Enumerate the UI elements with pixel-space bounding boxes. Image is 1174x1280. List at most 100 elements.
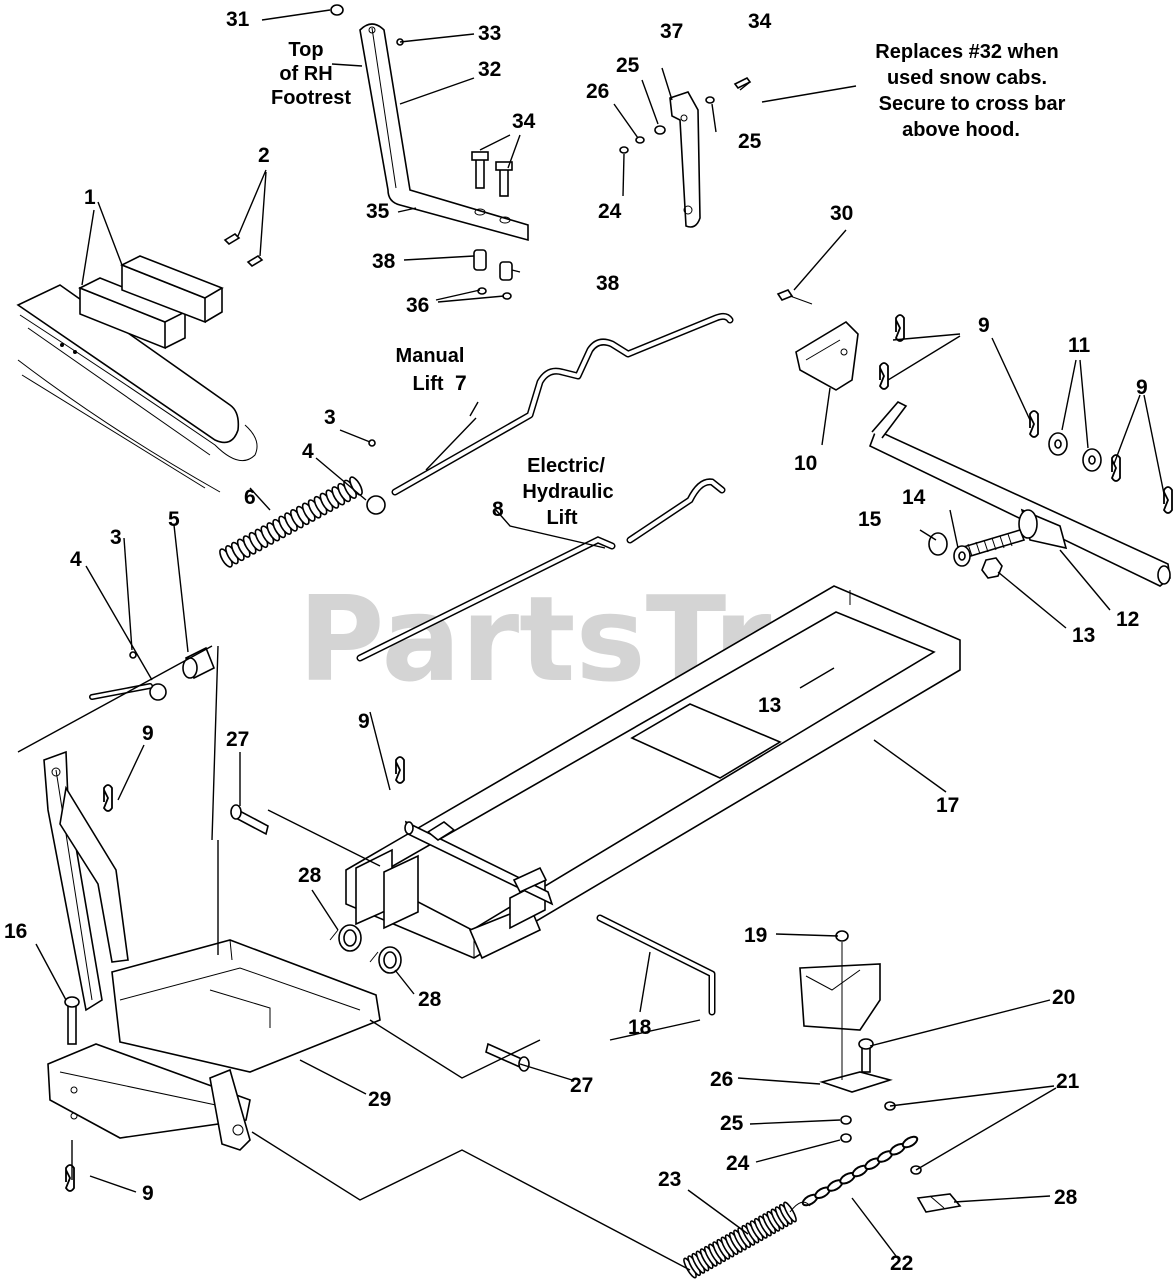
svg-text:used snow cabs.: used snow cabs. — [887, 67, 1047, 89]
frame-part-17 — [345, 585, 961, 960]
spacer-part-38 — [473, 249, 513, 281]
callout-10: 10 — [794, 452, 817, 475]
svg-text:Secure to cross bar: Secure to cross bar — [879, 93, 1066, 115]
callout-23: 23 — [658, 1168, 681, 1191]
callout-25c: 25 — [720, 1112, 744, 1135]
callout-6: 6 — [244, 486, 256, 509]
callout-20: 20 — [1052, 986, 1075, 1009]
collar-part-5 — [182, 646, 216, 680]
electric-lift-rod-part-8 — [356, 478, 726, 662]
callout-8: 8 — [492, 498, 504, 521]
bolt-part-34 — [471, 151, 513, 197]
callout-28c: 28 — [1054, 1186, 1078, 1209]
shaft-part-12 — [868, 401, 1171, 587]
collar-part-4 — [149, 495, 386, 701]
svg-text:Lift: Lift — [412, 373, 443, 395]
a-frame-part-29 — [43, 750, 381, 1151]
svg-text:Electric/: Electric/ — [527, 455, 605, 477]
washer-part-31 — [330, 4, 344, 16]
footrest-bracket-part-32 — [359, 23, 529, 242]
callout-4b: 4 — [70, 548, 82, 571]
callout-numbers: 31 33 32 37 34 25 26 25 24 34 2 1 35 38 … — [4, 8, 1148, 1275]
callout-34b: 34 — [512, 110, 536, 133]
callout-34a: 34 — [748, 10, 772, 33]
callout-28b: 28 — [418, 988, 442, 1011]
callout-9e: 9 — [142, 1182, 154, 1205]
svg-text:above hood.: above hood. — [902, 119, 1020, 141]
callout-29: 29 — [368, 1088, 391, 1111]
callout-13b: 13 — [758, 694, 781, 717]
svg-text:Top: Top — [288, 39, 323, 61]
electric-lift-note: Electric/ Hydraulic Lift — [522, 455, 613, 529]
torsion-spring-part-28 — [329, 924, 402, 974]
snow-cab-note: Replaces #32 when used snow cabs. Secure… — [875, 41, 1065, 141]
callout-25b: 25 — [738, 130, 762, 153]
callout-38a: 38 — [372, 250, 396, 273]
callout-31: 31 — [226, 8, 250, 31]
callout-26a: 26 — [586, 80, 609, 103]
callout-4a: 4 — [302, 440, 314, 463]
callout-19: 19 — [744, 924, 767, 947]
bracket-part-10 — [795, 320, 859, 391]
bolt-part-30 — [776, 289, 813, 305]
svg-text:of RH: of RH — [279, 63, 332, 85]
callout-21: 21 — [1056, 1070, 1080, 1093]
callout-1: 1 — [84, 186, 96, 209]
bolt-part-19 — [835, 930, 849, 1080]
callout-24b: 24 — [726, 1152, 750, 1175]
callout-3b: 3 — [110, 526, 122, 549]
callout-14: 14 — [902, 486, 926, 509]
svg-text:Manual: Manual — [396, 345, 465, 367]
chain-part-22 — [801, 1135, 919, 1207]
callout-37: 37 — [660, 20, 683, 43]
callout-2: 2 — [258, 144, 270, 167]
callout-38b: 38 — [596, 272, 620, 295]
svg-text:Hydraulic: Hydraulic — [522, 481, 613, 503]
callout-26b: 26 — [710, 1068, 733, 1091]
callout-25a: 25 — [616, 54, 640, 77]
extension-spring-part-23 — [683, 1201, 811, 1279]
leader-lines — [17, 9, 1165, 1271]
washer-part-11 — [1048, 432, 1102, 472]
callout-15: 15 — [858, 508, 882, 531]
bracket-part-37 — [669, 91, 701, 228]
callout-17: 17 — [936, 794, 959, 817]
callout-9b: 9 — [1136, 376, 1148, 399]
callout-9d: 9 — [142, 722, 154, 745]
callout-3a: 3 — [324, 406, 336, 429]
callout-24a: 24 — [598, 200, 622, 223]
callout-36: 36 — [406, 294, 429, 317]
callout-11: 11 — [1068, 334, 1091, 357]
svg-text:Lift: Lift — [546, 507, 577, 529]
clevis-pin-part-16 — [64, 996, 80, 1045]
svg-text:Replaces #32 when: Replaces #32 when — [875, 41, 1058, 63]
blade-part — [16, 284, 258, 493]
callout-9a: 9 — [978, 314, 990, 337]
callout-32: 32 — [478, 58, 501, 81]
callout-35: 35 — [366, 200, 390, 223]
pin-part-20 — [858, 1038, 874, 1073]
bolt-part-2 — [223, 232, 264, 268]
spring-clip-part-28 — [916, 1193, 962, 1213]
rod-part-18 — [596, 914, 716, 1016]
callout-27a: 27 — [226, 728, 249, 751]
svg-text:Footrest: Footrest — [271, 87, 351, 109]
footrest-note: Top of RH Footrest — [271, 39, 351, 109]
pivot-shaft — [404, 820, 554, 906]
pin-rod — [89, 683, 153, 700]
wear-bar-part-1 — [78, 255, 224, 350]
spring-part-6 — [219, 476, 363, 568]
callout-13a: 13 — [1072, 624, 1095, 647]
callout-16: 16 — [4, 920, 27, 943]
callout-12: 12 — [1116, 608, 1139, 631]
callout-22: 22 — [890, 1252, 913, 1275]
hairpin-clip-part-9 — [64, 314, 1173, 1192]
callout-30: 30 — [830, 202, 853, 225]
screw-part-3 — [129, 439, 376, 659]
manual-lift-note: Manual Lift — [396, 345, 465, 395]
callout-27b: 27 — [570, 1074, 593, 1097]
callout-18: 18 — [628, 1016, 652, 1039]
bracket-part-26 — [799, 963, 893, 1093]
callout-5: 5 — [168, 508, 180, 531]
